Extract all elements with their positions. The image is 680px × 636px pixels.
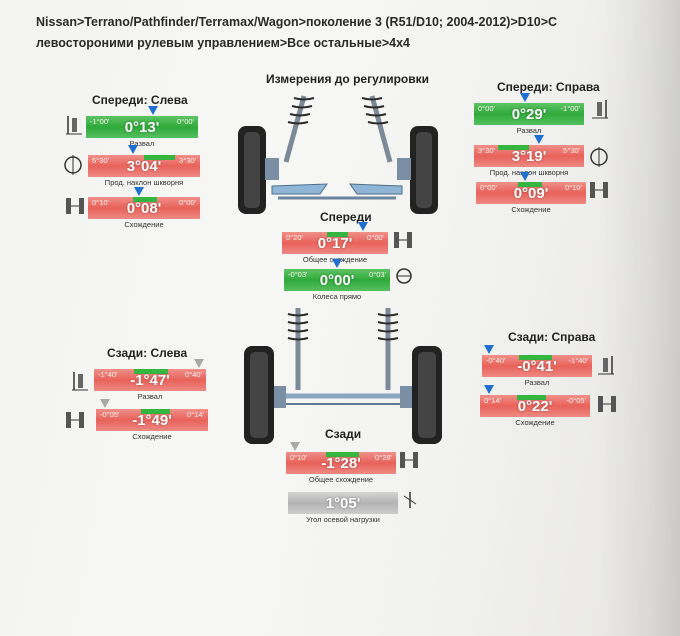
- rear-right-title: Сзади: Справа: [508, 330, 595, 344]
- vehicle-path-header: Nissan>Terrano/Pathfinder/Terramax/Wagon…: [36, 12, 636, 54]
- gauge-value: -1°49': [96, 412, 208, 429]
- value-arrow: [332, 259, 342, 268]
- gauge-front-right-toe: 0°00' 0°10' 0°09' Схождение: [476, 182, 586, 204]
- value-arrow: [148, 106, 158, 115]
- caster-icon: [62, 154, 84, 176]
- steering-wheel-icon: [394, 266, 414, 286]
- gauge-caption: Общее схождение: [266, 475, 416, 484]
- value-arrow: [100, 399, 110, 408]
- gauge-front-left-toe: 0°10' 0°00' 0°08' Схождение: [88, 197, 200, 219]
- gauge-value: 0°09': [476, 185, 586, 202]
- gauge-value: -1°28': [286, 455, 396, 472]
- toe-icon: [64, 410, 86, 430]
- caster-icon: [588, 146, 610, 168]
- gauge-front-steer: -0°03' 0°03' 0°00' Колеса прямо: [284, 269, 390, 291]
- gauge-value: 3°19': [474, 148, 584, 165]
- gauge-rear-left-toe: -0°05' 0°14' -1°49' Схождение: [96, 409, 208, 431]
- front-suspension-icon: [232, 86, 442, 228]
- gauge-front-left-camber: -1°00' 0°00' 0°13' Развал: [86, 116, 198, 138]
- toe-icon: [588, 180, 610, 200]
- gauge-caption: Развал: [74, 392, 226, 401]
- camber-icon: [64, 114, 84, 136]
- gauge-thrust-angle: 1°05' Угол осевой нагрузки: [288, 492, 398, 514]
- gauge-caption: Схождение: [456, 205, 606, 214]
- total-toe-icon: [392, 230, 414, 250]
- front-left-title: Спереди: Слева: [92, 93, 188, 107]
- gauge-front-total-toe: 0°20' 0°00' 0°17' Общее схождение: [282, 232, 388, 254]
- paper-shadow: [600, 0, 680, 636]
- gauge-value: 0°22': [480, 398, 590, 415]
- value-arrow: [128, 145, 138, 154]
- value-arrow: [520, 172, 530, 181]
- gauge-front-right-caster: 3°30' 5°30' 3°19' Прод. наклон шкворня: [474, 145, 584, 167]
- gauge-caption: Схождение: [460, 418, 610, 427]
- gauge-rear-left-camber: -1°40' 0°40' -1°47' Развал: [94, 369, 206, 391]
- value-arrow: [134, 187, 144, 196]
- toe-icon: [64, 196, 86, 216]
- value-arrow: [484, 385, 494, 394]
- gauge-value: -0°41': [482, 358, 592, 375]
- gauge-caption: Схождение: [68, 220, 220, 229]
- gauge-rear-right-camber: -0°40' -1°40' -0°41' Развал: [482, 355, 592, 377]
- gauge-value: 0°29': [474, 106, 584, 123]
- thrust-angle-icon: [400, 490, 420, 510]
- value-arrow: [358, 222, 368, 231]
- value-arrow: [484, 345, 494, 354]
- camber-icon: [70, 370, 90, 392]
- gauge-value: 0°00': [284, 272, 390, 289]
- gauge-value: 0°13': [86, 119, 198, 136]
- gauge-value: -1°47': [94, 372, 206, 389]
- gauge-caption: Угол осевой нагрузки: [268, 515, 418, 524]
- rear-left-title: Сзади: Слева: [107, 346, 187, 360]
- rear-suspension-icon: [240, 300, 450, 450]
- gauge-caption: Развал: [454, 126, 604, 135]
- value-arrow: [290, 442, 300, 451]
- value-arrow: [520, 93, 530, 102]
- value-arrow: [194, 359, 204, 368]
- gauge-value: 3°04': [88, 158, 200, 175]
- gauge-value: 0°08': [88, 200, 200, 217]
- gauge-caption: Колеса прямо: [264, 292, 410, 301]
- gauge-front-left-caster: 5°30' 3°30' 3°04' Прод. наклон шкворня: [88, 155, 200, 177]
- gauge-rear-right-toe: 0°14' -0°05' 0°22' Схождение: [480, 395, 590, 417]
- gauge-caption: Развал: [66, 139, 218, 148]
- camber-icon: [596, 354, 616, 376]
- gauge-caption: Схождение: [76, 432, 228, 441]
- value-arrow: [534, 135, 544, 144]
- front-right-title: Спереди: Справа: [497, 80, 600, 94]
- total-toe-icon: [398, 450, 420, 470]
- toe-icon: [596, 394, 618, 414]
- gauge-front-right-camber: 0°00' -1°00' 0°29' Развал: [474, 103, 584, 125]
- top-title: Измерения до регулировки: [266, 72, 429, 86]
- gauge-value: 1°05': [288, 495, 398, 512]
- camber-icon: [590, 98, 610, 120]
- gauge-value: 0°17': [282, 235, 388, 252]
- gauge-caption: Прод. наклон шкворня: [68, 178, 220, 187]
- gauge-rear-total-toe: 0°10' 0°28' -1°28' Общее схождение: [286, 452, 396, 474]
